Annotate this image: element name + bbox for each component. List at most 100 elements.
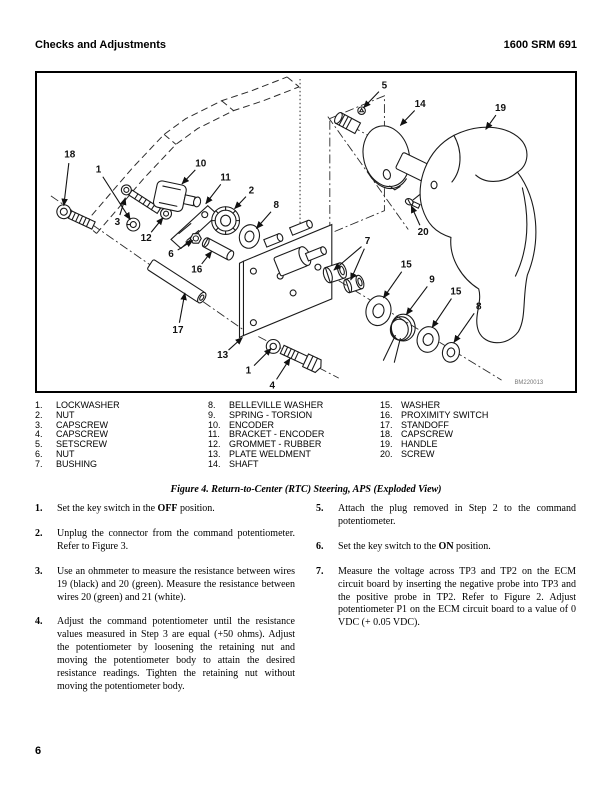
part-label: GROMMET - RUBBER [229, 439, 322, 450]
callout-leader-line [276, 357, 291, 380]
part-list-item: 9.SPRING - TORSION [208, 409, 380, 421]
step-text: Unplug the connector from the command po… [57, 527, 295, 552]
part-label: ENCODER [229, 419, 275, 430]
callout-label-11: 11 [220, 173, 231, 184]
callout-leader-line [201, 250, 213, 265]
callout-leader-line [177, 239, 194, 251]
part-5-setscrew [357, 106, 366, 115]
part-6-nut [189, 233, 202, 244]
step-number: 4. [35, 616, 43, 628]
callout-label-18: 18 [64, 150, 76, 161]
part-label: NUT [56, 409, 75, 420]
part-number: 7. [35, 458, 43, 469]
part-15-washer-large [365, 295, 392, 327]
page-header: Checks and Adjustments 1600 SRM 691 [35, 39, 577, 51]
callout-leader-line [150, 217, 164, 233]
part-number: 13. [208, 448, 221, 459]
part-number: 4. [35, 429, 43, 440]
part-list-item: 3. CAPSCREW [35, 419, 208, 431]
part-13-plate-weldment [238, 219, 333, 339]
part-number: 14. [208, 458, 221, 469]
step-text: Set the key switch to the ON position. [338, 540, 491, 552]
callout-label-12: 12 [141, 233, 153, 244]
callout-leader-line [333, 246, 362, 271]
part-number: 2. [35, 409, 43, 420]
callout-label-19: 19 [495, 103, 507, 114]
part-15-washer-second [416, 326, 440, 353]
part-label: BUSHING [56, 458, 98, 469]
callout-leader-line [382, 271, 403, 299]
step-text: Measure the voltage across TP3 and TP2 o… [338, 565, 576, 629]
part-7-bushings [322, 262, 365, 294]
procedure-step: 5.Attach the plug removed in Step 2 to t… [316, 503, 576, 529]
callout-label-17: 17 [172, 325, 184, 336]
part-list-item: 11.BRACKET - ENCODER [208, 430, 380, 440]
part-label: CAPSCREW [56, 419, 109, 430]
callout-label-8: 8 [476, 301, 482, 312]
part-number: 10. [208, 419, 221, 430]
callout-leader-line [205, 183, 222, 205]
part-number: 12. [208, 439, 221, 450]
part-list-item: 10. ENCODER [208, 419, 380, 431]
part-number: 17. [380, 419, 393, 430]
part-label: SETSCREW [56, 439, 108, 450]
part-number: 6. [35, 448, 43, 459]
part-list-item: 6.NUT [35, 448, 208, 460]
page-number: 6 [35, 745, 42, 757]
procedure-step: 1. Set the key switch in the OFF position… [35, 503, 295, 516]
callout-leader-line [234, 196, 247, 210]
step-text: Set the key switch in the OFF position. [57, 503, 215, 514]
callout-label-10: 10 [195, 159, 207, 170]
part-list-item: 13. PLATE WELDMENT [208, 448, 380, 460]
part-number: 16. [380, 409, 393, 420]
part-2-nut [211, 206, 241, 236]
callout-label-9: 9 [429, 275, 435, 286]
part-list-item: 16. PROXIMITY SWITCH [380, 409, 577, 421]
part-number: 3. [35, 419, 43, 430]
callout-label-5: 5 [382, 80, 388, 91]
part-label: BRACKET - ENCODER [229, 429, 325, 440]
callout-label-6: 6 [168, 249, 174, 260]
part-label: SHAFT [229, 458, 259, 469]
part-16-standoff [201, 237, 235, 261]
part-label: WASHER [401, 400, 441, 410]
step-number: 7. [316, 565, 324, 577]
part-label: PLATE WELDMENT [229, 448, 311, 459]
figure-image-code: BM220013 [514, 380, 543, 386]
part-number: 20. [380, 448, 393, 459]
part-label: CAPSCREW [56, 429, 109, 440]
part-list-item: 4. CAPSCREW [35, 430, 208, 440]
callout-leader-line [102, 176, 131, 221]
callout-label-7: 7 [365, 236, 371, 247]
part-number: 9. [208, 409, 216, 420]
part-list-item: 12. GROMMET - RUBBER [208, 439, 380, 450]
callout-label-2: 2 [249, 185, 255, 196]
part-9-torsion-spring [382, 313, 416, 363]
procedure-steps: 1. Set the key switch in the OFF position… [35, 503, 577, 706]
callout-leader-line [119, 197, 127, 216]
part-8-belleville-washer [238, 224, 261, 249]
callout-leader-line [61, 163, 70, 207]
header-document-code: 1600 SRM 691 [503, 39, 577, 51]
part-label: SCREW [401, 448, 435, 459]
part-18-capscrew [56, 204, 96, 230]
callout-label-1: 1 [96, 165, 102, 176]
callout-label-16: 16 [191, 265, 203, 276]
part-label: PROXIMITY SWITCH [401, 409, 489, 420]
part-list-item: 15.WASHER [380, 400, 577, 411]
callout-leader-line [255, 211, 272, 229]
part-3-capscrew [120, 184, 162, 215]
step-text: Use an ohmmeter to measure the resistanc… [57, 565, 295, 603]
callout-leader-line [350, 248, 365, 281]
part-list-item: 7. BUSHING [35, 458, 208, 470]
callout-label-20: 20 [418, 227, 430, 238]
step-number: 1. [35, 503, 43, 514]
steps-column-right: 5.Attach the plug removed in Step 2 to t… [316, 503, 576, 706]
part-8-belleville-washer-lower [441, 341, 460, 363]
callout-label-4: 4 [269, 381, 275, 391]
